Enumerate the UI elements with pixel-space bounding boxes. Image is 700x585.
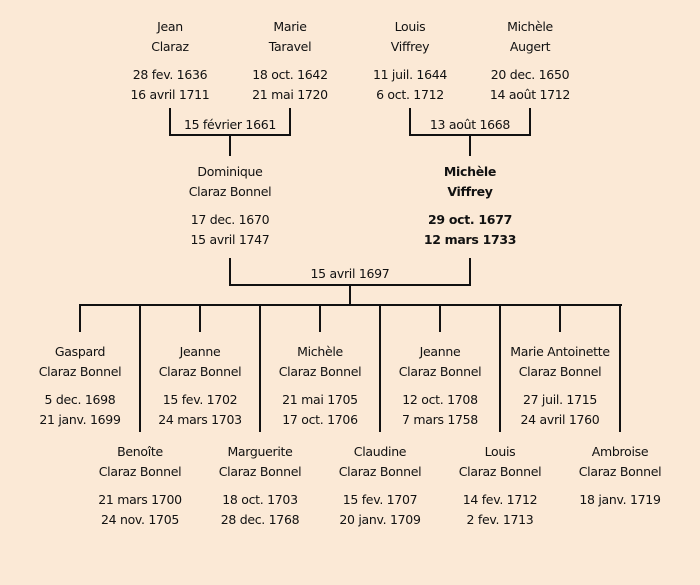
person-death-date: 12 mars 1733 xyxy=(423,232,517,247)
person-death-date: 21 janv. 1699 xyxy=(39,412,121,427)
person-birth-date: 29 oct. 1677 xyxy=(427,212,512,227)
person-birth-date: 21 mars 1700 xyxy=(98,492,182,507)
connector-line xyxy=(559,304,561,332)
person-birth-date: 15 fev. 1702 xyxy=(162,392,238,407)
connector-line xyxy=(439,304,441,332)
connector-line xyxy=(139,304,141,432)
person-birth-date: 27 juil. 1715 xyxy=(522,392,598,407)
person-last-name: Claraz Bonnel xyxy=(188,184,272,199)
person-birth-date: 12 oct. 1708 xyxy=(402,392,478,407)
person-first-name: Dominique xyxy=(197,164,263,179)
connector-line xyxy=(619,304,621,432)
person-death-date: 7 mars 1758 xyxy=(402,412,478,427)
person-last-name: Augert xyxy=(509,39,551,54)
person-last-name: Claraz Bonnel xyxy=(398,364,482,379)
marriage-date: 13 août 1668 xyxy=(429,117,511,132)
person-death-date: 24 nov. 1705 xyxy=(100,512,180,527)
person-death-date: 28 dec. 1768 xyxy=(220,512,300,527)
person-death-date: 20 janv. 1709 xyxy=(339,512,421,527)
person-death-date: 21 mai 1720 xyxy=(252,87,328,102)
person-first-name: Louis xyxy=(394,19,426,34)
person-last-name: Claraz Bonnel xyxy=(38,364,122,379)
marriage-date: 15 février 1661 xyxy=(183,117,277,132)
person-first-name: Gaspard xyxy=(54,344,106,359)
connector-line xyxy=(229,258,231,286)
person-death-date: 17 oct. 1706 xyxy=(282,412,358,427)
marriage-date: 15 avril 1697 xyxy=(310,266,390,281)
person-last-name: Viffrey xyxy=(447,184,493,199)
person-last-name: Claraz Bonnel xyxy=(278,364,362,379)
person-first-name: Michèle xyxy=(507,19,553,34)
person-birth-date: 18 janv. 1719 xyxy=(579,492,661,507)
person-first-name: Marguerite xyxy=(227,444,293,459)
connector-line xyxy=(529,108,531,136)
person-last-name: Claraz Bonnel xyxy=(338,464,422,479)
person-first-name: Michèle xyxy=(297,344,343,359)
person-last-name: Claraz Bonnel xyxy=(518,364,602,379)
person-first-name: Louis xyxy=(484,444,516,459)
connector-line xyxy=(259,304,261,432)
person-death-date: 2 fev. 1713 xyxy=(466,512,534,527)
connector-line xyxy=(79,304,81,332)
person-last-name: Claraz Bonnel xyxy=(98,464,182,479)
person-birth-date: 14 fev. 1712 xyxy=(462,492,538,507)
person-first-name: Jeanne xyxy=(419,344,461,359)
person-first-name: Claudine xyxy=(353,444,407,459)
person-first-name: Jeanne xyxy=(179,344,221,359)
connector-line xyxy=(169,108,171,136)
person-birth-date: 11 juil. 1644 xyxy=(372,67,448,82)
person-death-date: 24 avril 1760 xyxy=(520,412,600,427)
person-last-name: Claraz Bonnel xyxy=(158,364,242,379)
person-birth-date: 17 dec. 1670 xyxy=(190,212,270,227)
person-first-name: Jean xyxy=(157,19,183,34)
person-first-name: Ambroise xyxy=(591,444,649,459)
person-birth-date: 20 dec. 1650 xyxy=(490,67,570,82)
person-first-name: Michèle xyxy=(443,164,497,179)
person-first-name: Benoîte xyxy=(117,444,163,459)
connector-line xyxy=(319,304,321,332)
connector-line xyxy=(199,304,201,332)
connector-line xyxy=(469,134,471,156)
connector-line xyxy=(289,108,291,136)
person-first-name: Marie xyxy=(273,19,307,34)
person-birth-date: 18 oct. 1703 xyxy=(222,492,298,507)
connector-line xyxy=(379,304,381,432)
connector-line xyxy=(409,108,411,136)
person-last-name: Claraz Bonnel xyxy=(218,464,302,479)
connector-line xyxy=(499,304,501,432)
person-death-date: 15 avril 1747 xyxy=(190,232,270,247)
connector-line xyxy=(229,134,231,156)
person-birth-date: 18 oct. 1642 xyxy=(252,67,328,82)
person-last-name: Viffrey xyxy=(390,39,430,54)
person-birth-date: 28 fev. 1636 xyxy=(132,67,208,82)
connector-line xyxy=(469,258,471,286)
person-birth-date: 5 dec. 1698 xyxy=(44,392,116,407)
person-death-date: 6 oct. 1712 xyxy=(376,87,444,102)
person-last-name: Claraz Bonnel xyxy=(578,464,662,479)
sibling-line xyxy=(79,304,622,306)
person-last-name: Claraz xyxy=(151,39,189,54)
person-birth-date: 21 mai 1705 xyxy=(282,392,358,407)
person-death-date: 14 août 1712 xyxy=(489,87,571,102)
connector-line xyxy=(349,284,351,306)
person-last-name: Claraz Bonnel xyxy=(458,464,542,479)
person-death-date: 16 avril 1711 xyxy=(130,87,210,102)
person-death-date: 24 mars 1703 xyxy=(158,412,242,427)
person-last-name: Taravel xyxy=(268,39,312,54)
person-birth-date: 15 fev. 1707 xyxy=(342,492,418,507)
person-first-name: Marie Antoinette xyxy=(510,344,610,359)
